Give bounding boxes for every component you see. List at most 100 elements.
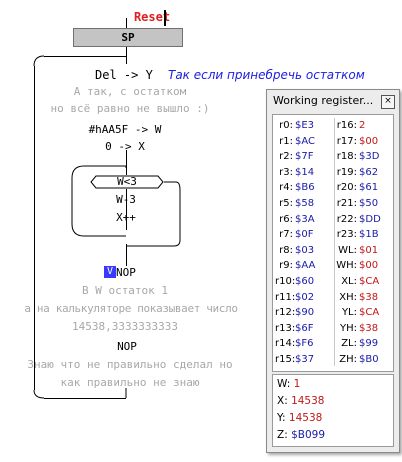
register-name: r3: <box>279 166 293 178</box>
register-r22: r22:$DD <box>335 211 381 228</box>
register-name: WL: <box>338 244 357 256</box>
pointer-name: Y: <box>277 412 286 424</box>
register-name: r11: <box>275 291 296 303</box>
reset-label[interactable]: Reset <box>133 10 171 24</box>
register-r2: r2:$7F <box>275 148 313 165</box>
register-value: $03 <box>295 244 315 256</box>
register-r13: r13:$6F <box>275 320 313 337</box>
register-value: $00 <box>359 260 379 272</box>
register-name: r0: <box>279 120 293 131</box>
register-name: YL: <box>341 307 357 319</box>
register-r14: r14:$F6 <box>275 335 313 352</box>
pointer-value: 1 <box>290 378 301 390</box>
flow-line-main <box>126 46 127 64</box>
sp-block[interactable]: SP <box>73 28 183 47</box>
flow-line-main <box>126 18 127 28</box>
pointer-x: X: 14538 <box>277 393 324 410</box>
register-r12: r12:$90 <box>275 304 314 321</box>
register-r17: r17:$00 <box>335 133 378 150</box>
register-r9: r9:$AA <box>275 257 315 274</box>
loop-condition-shape <box>90 175 164 189</box>
register-value: $61 <box>359 182 379 194</box>
register-value: 2 <box>359 120 366 131</box>
pointer-value: 14538 <box>285 412 323 424</box>
cmd-zero-x[interactable]: 0 -> X <box>105 140 145 153</box>
register-value: $37 <box>295 354 315 365</box>
register-name: r5: <box>279 198 293 209</box>
register-value: $AA <box>295 260 316 272</box>
register-value: $6F <box>295 322 314 334</box>
pointer-z: Z: $B099 <box>277 427 325 444</box>
register-r20: r20:$61 <box>335 179 378 196</box>
register-value: $0F <box>295 229 314 241</box>
register-name: ZH: <box>339 354 357 365</box>
flow-line-main <box>126 189 127 230</box>
register-name: r4: <box>279 182 293 194</box>
register-zh: ZH:$B0 <box>335 351 379 368</box>
cmd-nop-1[interactable]: NOP <box>116 266 136 279</box>
register-r6: r6:$3A <box>275 211 314 228</box>
cmd-sub-w[interactable]: W-3 <box>116 193 136 206</box>
register-name: WH: <box>336 260 357 272</box>
comment-w-remainder: В W остаток 1 <box>81 284 169 297</box>
cmd-del-y[interactable]: Del -> Y <box>95 68 153 82</box>
register-value: $CA <box>359 276 380 287</box>
register-name: r22: <box>336 213 357 225</box>
inner-loop-lines <box>71 165 181 247</box>
register-value: $DD <box>359 213 381 225</box>
register-r8: r8:$03 <box>275 242 314 259</box>
close-icon[interactable]: × <box>381 95 395 109</box>
register-window-title[interactable]: Working register... <box>273 94 374 107</box>
register-r4: r4:$B6 <box>275 179 315 196</box>
register-wl: WL:$01 <box>335 242 378 259</box>
outer-loop-left <box>34 66 35 390</box>
register-value: $38 <box>359 322 379 334</box>
register-name: r19: <box>336 166 357 178</box>
register-value: $38 <box>359 291 379 303</box>
pointer-value: 14538 <box>287 395 325 407</box>
register-name: ZL: <box>341 338 357 350</box>
register-name: r6: <box>279 213 293 225</box>
pointer-value: $B099 <box>287 429 325 441</box>
register-r10: r10:$60 <box>275 273 314 290</box>
register-column-divider <box>334 118 335 366</box>
breakpoint-flag-icon[interactable]: V <box>104 266 116 278</box>
register-value: $B6 <box>295 182 315 194</box>
register-r15: r15:$37 <box>275 351 314 368</box>
cmd-nop-2[interactable]: NOP <box>117 340 137 353</box>
register-value: $02 <box>295 291 315 303</box>
register-value: $F6 <box>295 338 314 350</box>
register-value: $7F <box>295 151 314 163</box>
register-r23: r23:$1B <box>335 226 379 243</box>
register-yl: YL:$CA <box>335 304 379 321</box>
register-name: r1: <box>279 135 293 147</box>
loop-condition-block[interactable]: W<3 <box>90 175 164 189</box>
register-value: $01 <box>359 244 379 256</box>
register-r7: r7:$0F <box>275 226 313 243</box>
comment-calculator: а на калькуляторе показывает число <box>24 302 238 315</box>
register-zl: ZL:$99 <box>335 335 378 352</box>
register-yh: YH:$38 <box>335 320 378 337</box>
cmd-load-w[interactable]: #hAA5F -> W <box>88 123 162 136</box>
register-value: $3D <box>359 151 380 163</box>
cmd-inc-x[interactable]: X++ <box>116 211 136 224</box>
register-value: $1B <box>359 229 379 241</box>
register-r21: r21:$50 <box>335 195 378 212</box>
register-r16: r16:2 <box>335 117 366 134</box>
register-value: $B0 <box>359 354 379 365</box>
text-cursor <box>164 10 166 26</box>
comment-know-wrong: Знаю что не правильно сделал но <box>27 358 233 371</box>
register-value: $99 <box>359 338 379 350</box>
pointer-y: Y: 14538 <box>277 410 322 427</box>
register-value: $60 <box>295 276 315 287</box>
register-name: r17: <box>336 135 357 147</box>
register-name: r23: <box>336 229 357 241</box>
register-r3: r3:$14 <box>275 164 314 181</box>
register-value: $CA <box>359 307 380 319</box>
register-value: $50 <box>359 198 379 209</box>
flow-line-main <box>126 244 127 266</box>
comment-remainder-line2: но всё равно не вышло :) <box>50 102 210 115</box>
